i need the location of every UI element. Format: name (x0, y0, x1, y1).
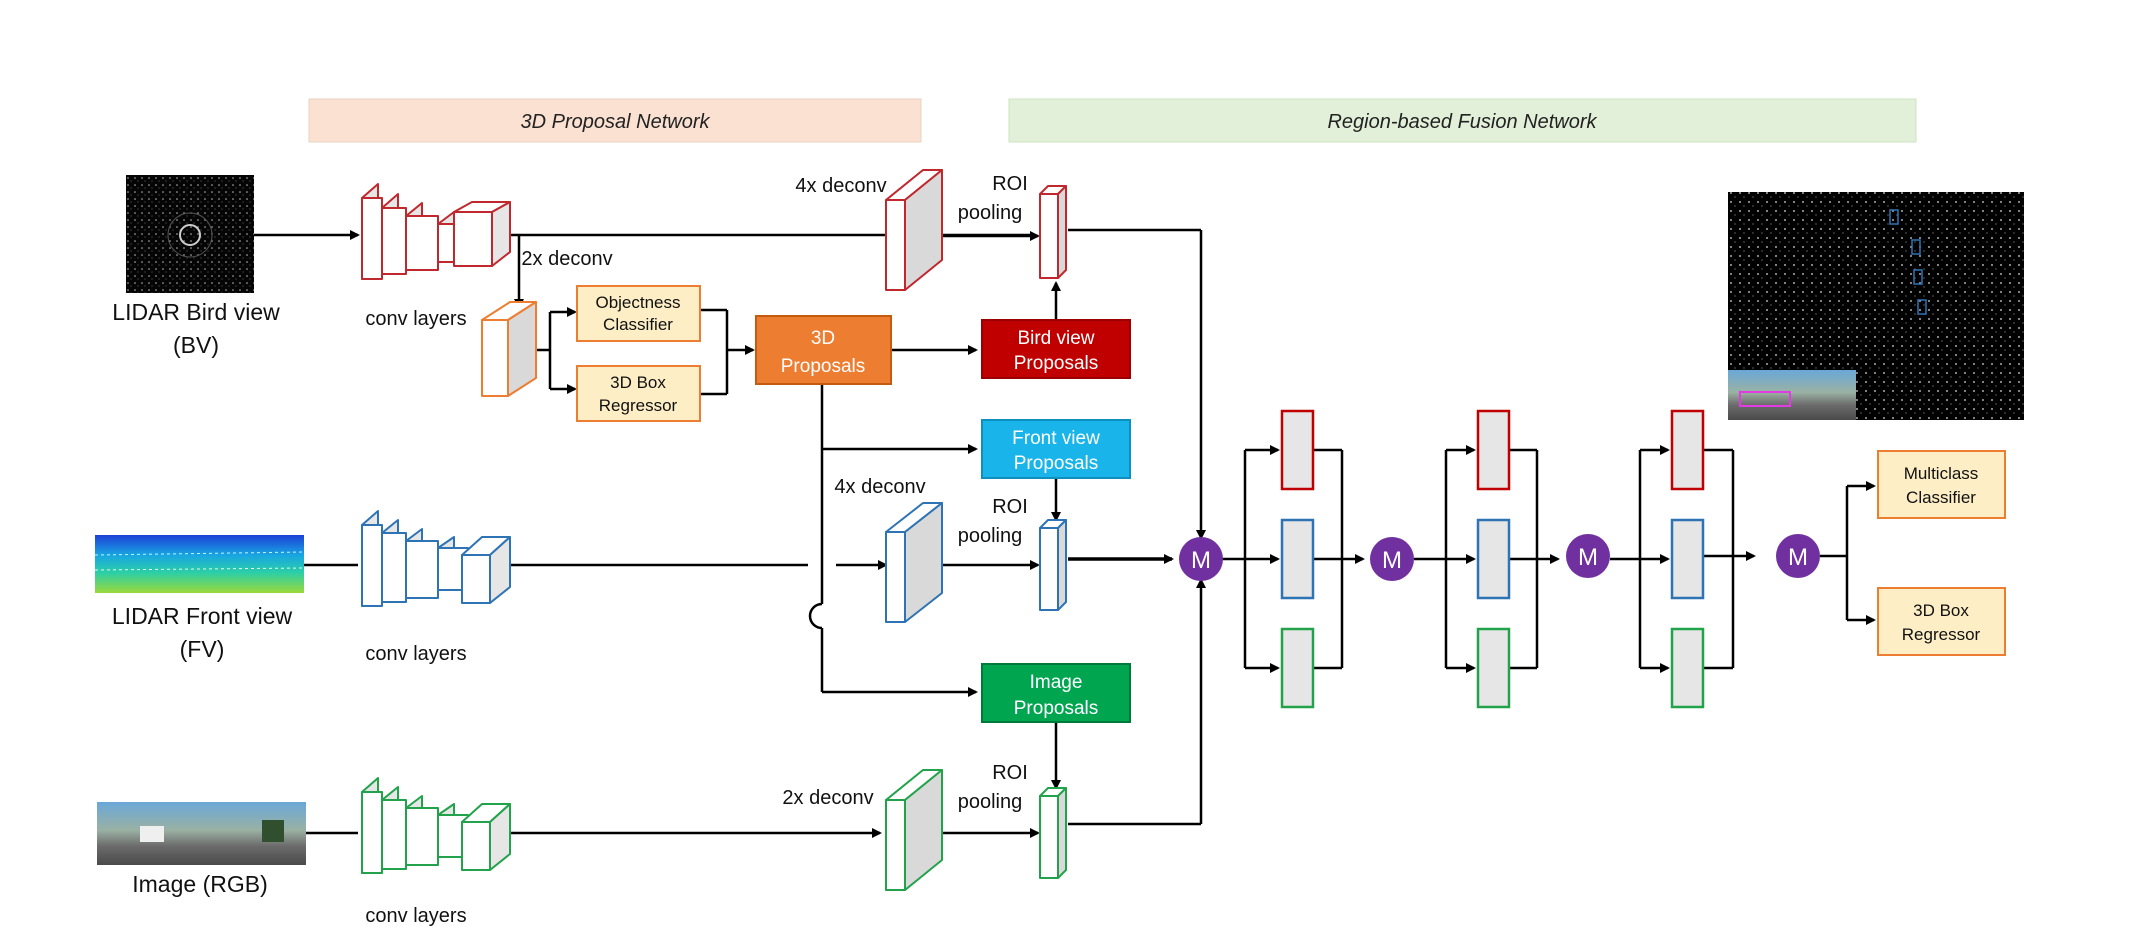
box-regressor-box: 3D Box Regressor (576, 365, 701, 422)
front-view-text-1: Front view (1012, 428, 1100, 449)
proposals-3d-text-1: 3D (811, 328, 835, 349)
front-view-text-2: Proposals (1014, 453, 1099, 474)
multiclass-text-2: Classifier (1906, 488, 1976, 507)
proposals-3d-box: 3D Proposals (755, 315, 892, 385)
rgb-roi-label-2: pooling (958, 791, 1023, 813)
bv-conv-layers (361, 183, 511, 280)
fv-roi-label-2: pooling (958, 525, 1023, 547)
connection-lines (254, 228, 1876, 838)
bv-input-label-2: (BV) (173, 332, 219, 358)
bv-conv-label: conv layers (365, 308, 466, 330)
objectness-text-1: Objectness (595, 293, 680, 312)
merge-symbol-1: M (1191, 547, 1211, 574)
fv-4x-deconv-label: 4x deconv (834, 476, 925, 498)
proposals-3d-text-2: Proposals (781, 356, 866, 377)
objectness-classifier-box: Objectness Classifier (576, 285, 701, 342)
fv-roi-block (1039, 519, 1067, 611)
multiclass-classifier-box: Multiclass Classifier (1877, 450, 2006, 519)
bv-input-image (126, 175, 254, 293)
final-regressor-text-2: Regressor (1902, 625, 1981, 644)
proposal-deconv-block (481, 301, 537, 397)
bv-4x-deconv-label: 4x deconv (795, 175, 886, 197)
merge-node-4: M (1776, 534, 1820, 578)
bv-roi-label-2: pooling (958, 202, 1023, 224)
rgb-input-label: Image (RGB) (132, 871, 267, 897)
fv-input-label-1: LIDAR Front view (112, 603, 293, 629)
merge-node-1: M (1179, 537, 1223, 581)
image-proposals-box: Image Proposals (981, 663, 1131, 723)
bv-input-label-1: LIDAR Bird view (112, 299, 280, 325)
final-regressor-text-1: 3D Box (1913, 601, 1969, 620)
bv-deconv-block (885, 169, 943, 291)
fv-conv-label: conv layers (365, 643, 466, 665)
fusion-network-banner: Region-based Fusion Network (1008, 98, 1917, 143)
merge-symbol-2: M (1382, 547, 1402, 574)
bv-roi-block (1039, 185, 1067, 279)
rgb-conv-layers (361, 777, 511, 874)
proposal-network-banner: 3D Proposal Network (308, 98, 922, 143)
rgb-deconv-block (885, 769, 943, 891)
bird-view-text-1: Bird view (1017, 328, 1094, 349)
bv-roi-label-1: ROI (992, 173, 1028, 195)
front-view-proposals-box: Front view Proposals (981, 419, 1131, 479)
rgb-roi-block (1039, 787, 1067, 879)
merge-node-2: M (1370, 537, 1414, 581)
lidar-result-image (1728, 192, 2024, 420)
image-proposals-text-1: Image (1030, 672, 1083, 693)
bird-view-proposals-box: Bird view Proposals (981, 319, 1131, 379)
rgb-2x-deconv-label: 2x deconv (782, 787, 873, 809)
image-proposals-text-2: Proposals (1014, 698, 1099, 719)
final-box-regressor-box: 3D Box Regressor (1877, 587, 2006, 656)
fusion-network-title: Region-based Fusion Network (1327, 111, 1597, 133)
proposal-network-title: 3D Proposal Network (521, 111, 711, 133)
box-regressor-text-1: 3D Box (610, 373, 666, 392)
merge-node-3: M (1566, 534, 1610, 578)
rgb-roi-label-1: ROI (992, 762, 1028, 784)
rgb-conv-label: conv layers (365, 905, 466, 927)
merge-symbol-3: M (1578, 544, 1598, 571)
bird-view-text-2: Proposals (1014, 353, 1099, 374)
fv-input-label-2: (FV) (180, 636, 225, 662)
merge-symbol-4: M (1788, 544, 1808, 571)
rgb-input-image (97, 802, 306, 865)
bv-2x-deconv-label: 2x deconv (521, 248, 612, 270)
box-regressor-text-2: Regressor (599, 396, 678, 415)
fv-input-image (94, 535, 305, 593)
objectness-text-2: Classifier (603, 315, 673, 334)
fusion-layers (1280, 409, 1705, 709)
fv-deconv-block (885, 502, 943, 623)
fv-roi-label-1: ROI (992, 496, 1028, 518)
fv-conv-layers (361, 510, 511, 607)
multiclass-text-1: Multiclass (1904, 464, 1979, 483)
